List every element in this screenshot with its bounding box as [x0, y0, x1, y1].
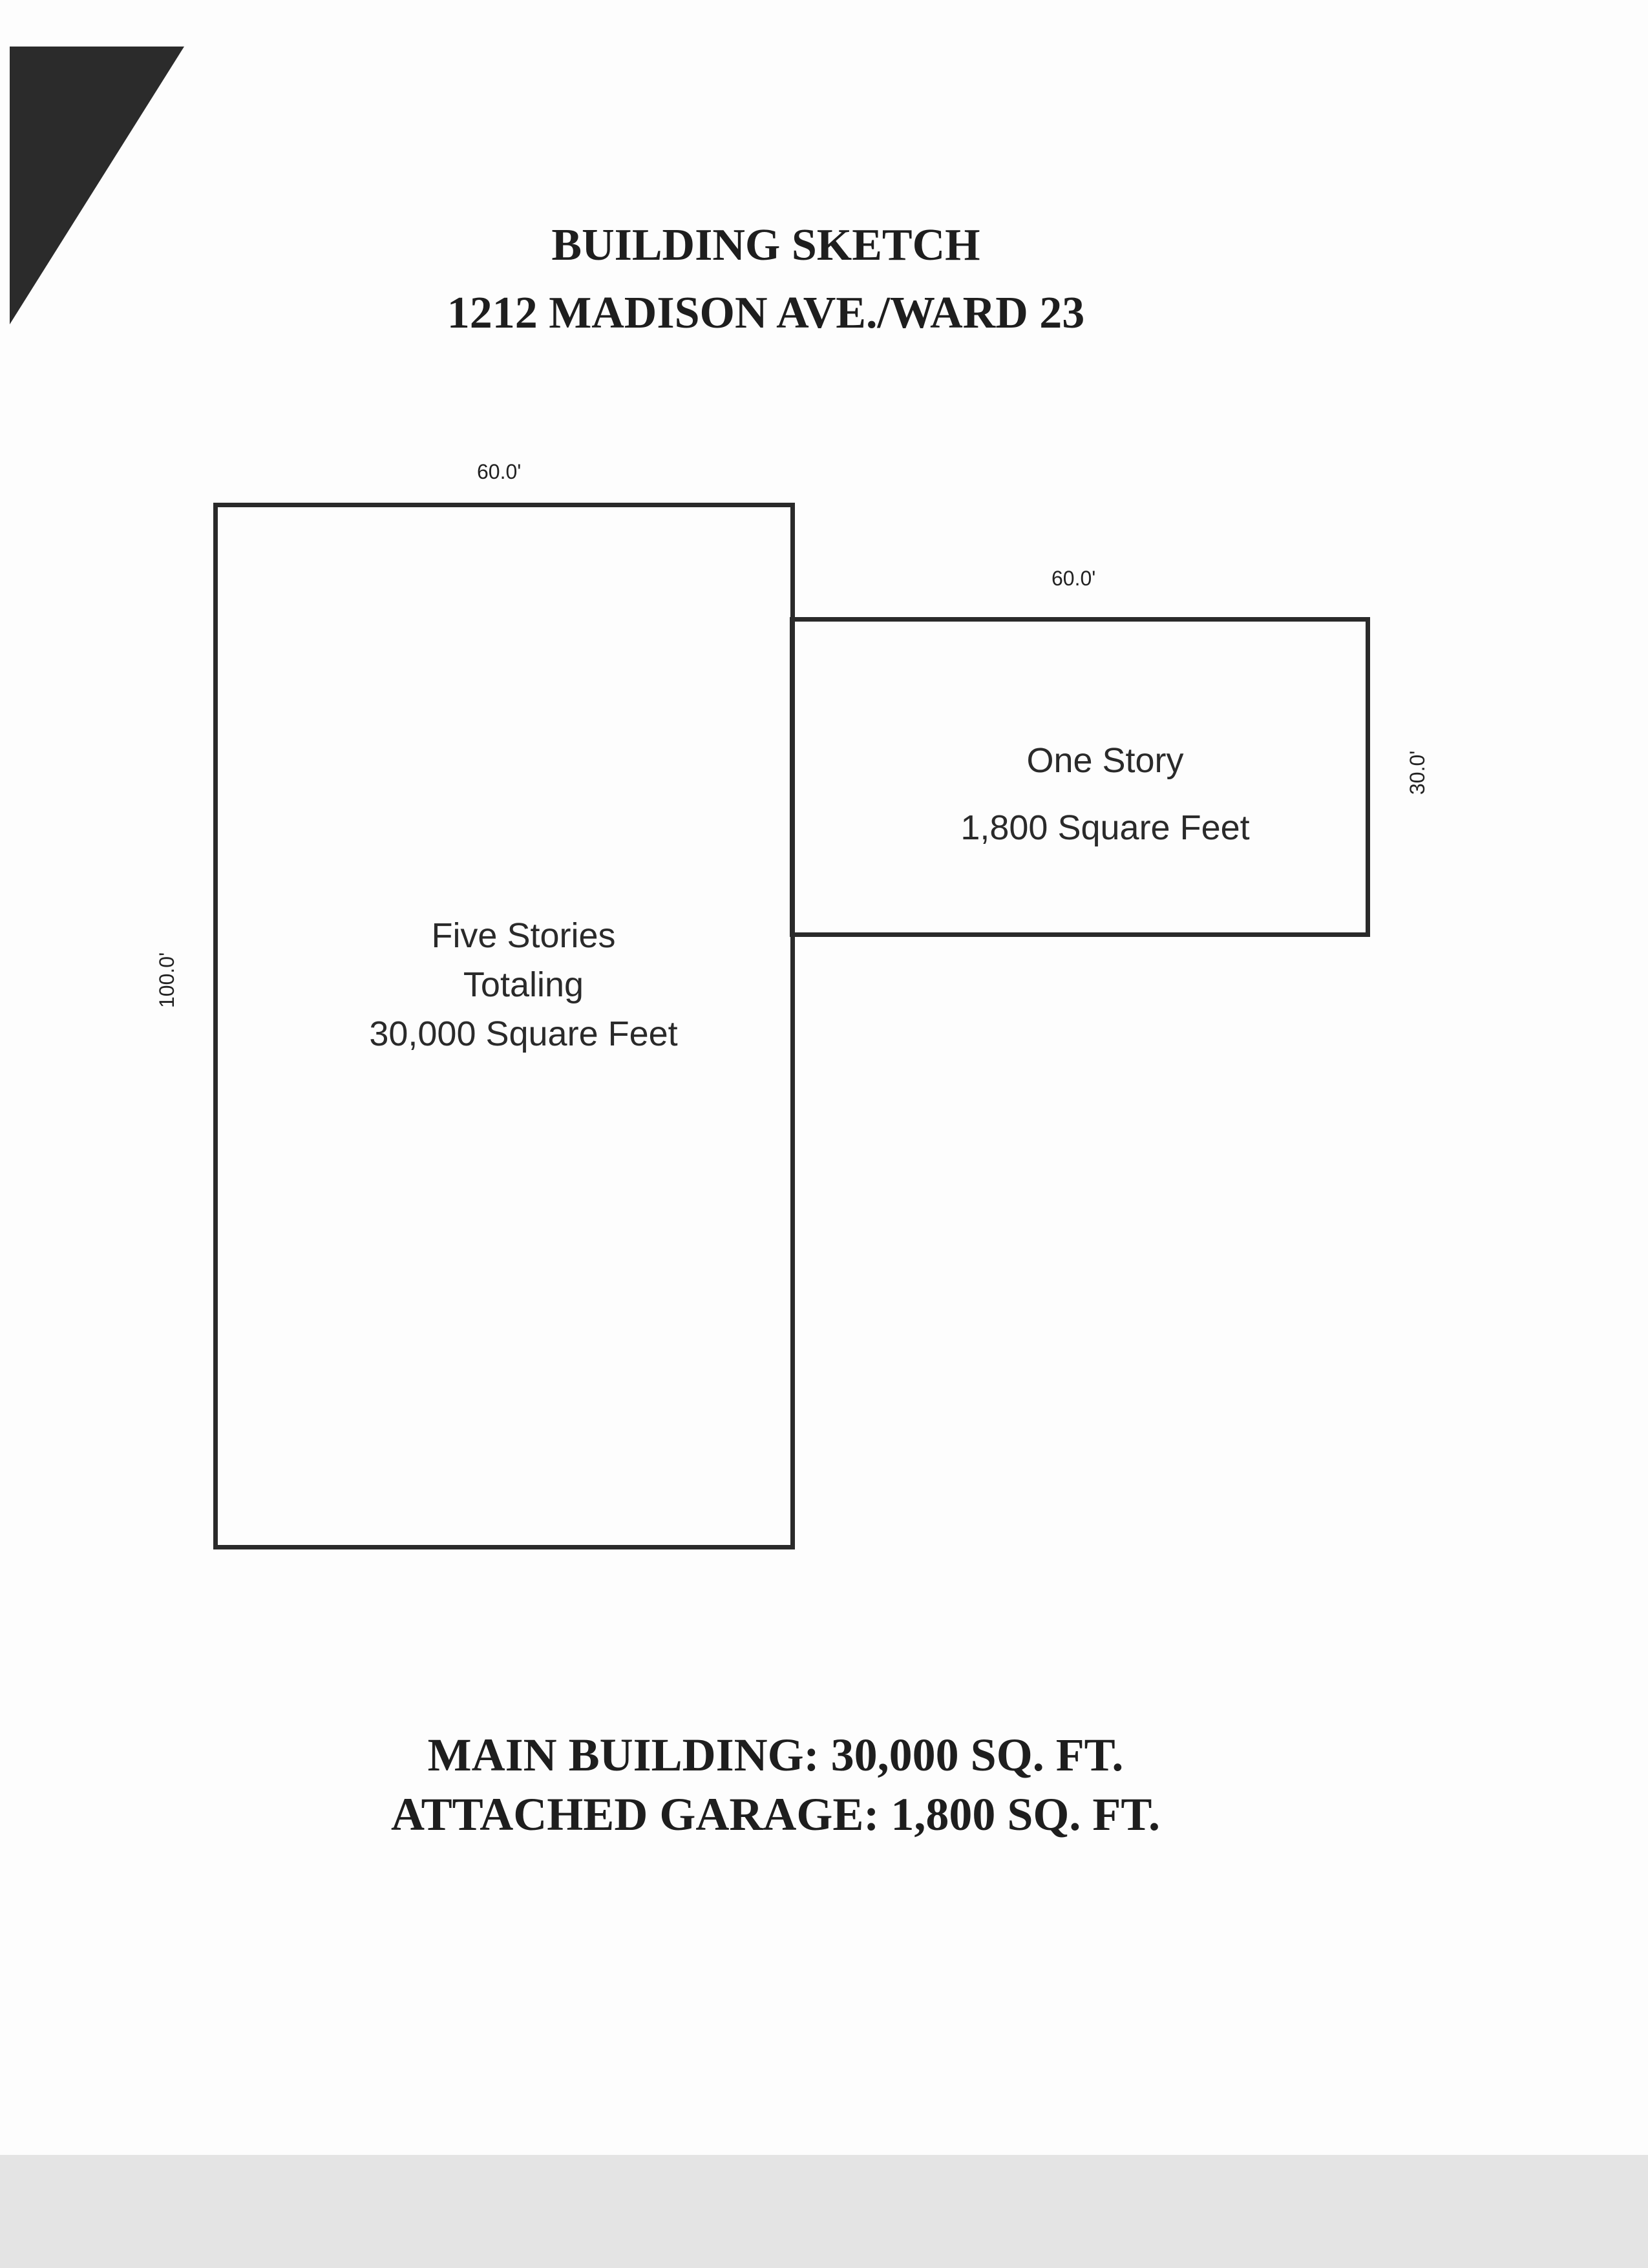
summary-main-building: MAIN BUILDING: 30,000 SQ. FT.: [427, 1729, 1124, 1781]
main-building-outline: [213, 503, 795, 1549]
main-building-width-label: 60.0': [477, 460, 522, 483]
scan-corner-mark: [10, 47, 184, 324]
title-address: 1212 MADISON AVE./WARD 23: [447, 288, 1085, 338]
main-building-area: 30,000 Square Feet: [369, 1014, 678, 1053]
main-building-description: Five Stories Totaling 30,000 Square Feet: [297, 911, 750, 1058]
garage-area: 1,800 Square Feet: [960, 808, 1250, 847]
document-page: BUILDING SKETCH 1212 MADISON AVE./WARD 2…: [0, 47, 1551, 1844]
main-building-stories: Five Stories: [431, 916, 616, 955]
garage-description: One Story 1,800 Square Feet: [905, 727, 1305, 861]
title-heading: BUILDING SKETCH: [551, 220, 980, 270]
sketch-title: BUILDING SKETCH 1212 MADISON AVE./WARD 2…: [0, 213, 1532, 349]
garage-stories: One Story: [1026, 741, 1184, 780]
garage-width-label: 60.0': [1051, 567, 1096, 590]
main-building-totaling: Totaling: [463, 965, 584, 1004]
garage-depth-label: 30.0': [1406, 750, 1429, 795]
garage-outline: [790, 617, 1370, 937]
area-summary: MAIN BUILDING: 30,000 SQ. FT. ATTACHED G…: [0, 1725, 1551, 1844]
summary-attached-garage: ATTACHED GARAGE: 1,800 SQ. FT.: [390, 1789, 1161, 1840]
scanner-bed-edge: [0, 2155, 1648, 2268]
main-building-depth-label: 100.0': [155, 952, 178, 1008]
